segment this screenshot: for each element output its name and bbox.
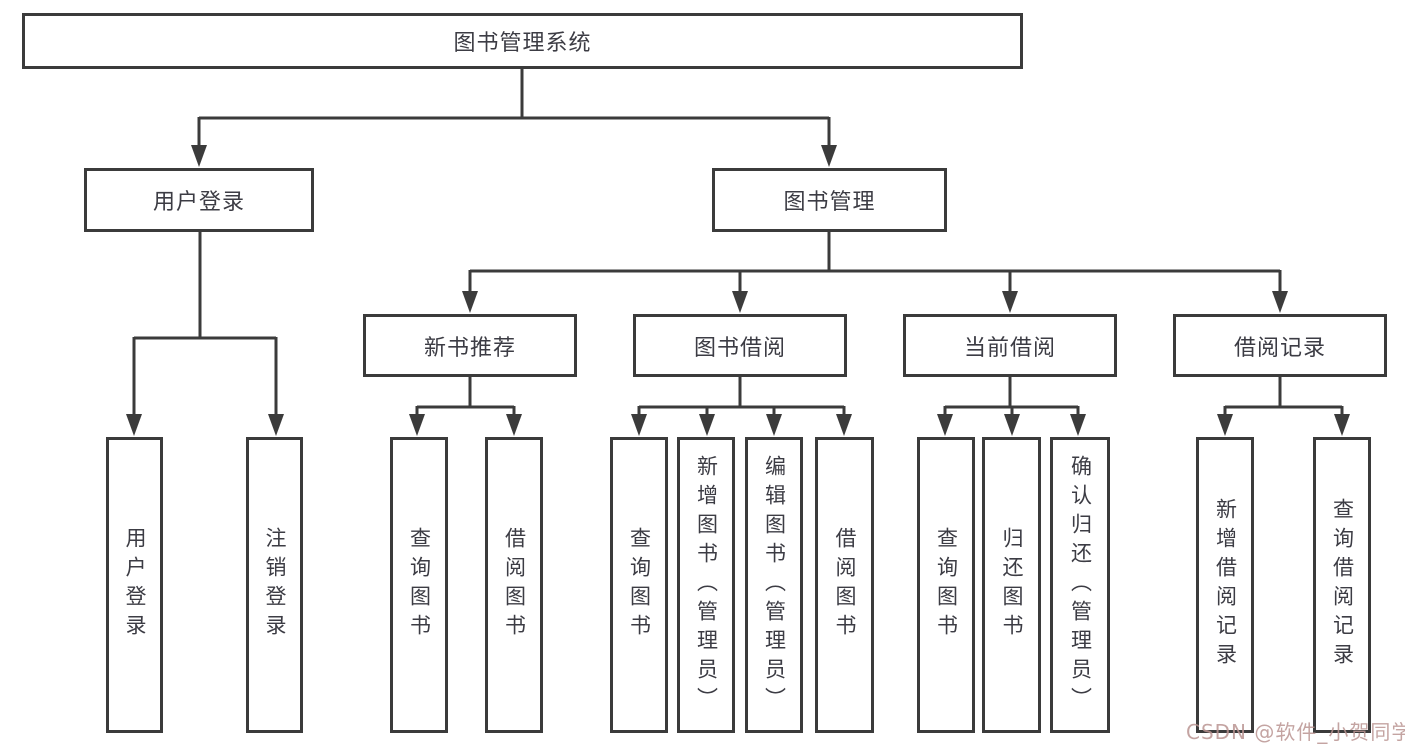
node-new-book-recommendation: 新书推荐 — [363, 314, 577, 377]
node-book-borrowing: 图书借阅 — [633, 314, 847, 377]
node-label: 借阅记录 — [1233, 335, 1326, 361]
node-label: 确认归还（管理员） — [1068, 454, 1093, 716]
node-current-borrowing: 当前借阅 — [903, 314, 1117, 377]
node-label: 查询图书 — [934, 527, 959, 643]
node-label: 借阅图书 — [833, 527, 857, 643]
node-label: 借阅图书 — [502, 527, 527, 643]
node-borrow-books-under-recommendation: 借阅图书 — [485, 437, 543, 733]
node-label: 查询借阅记录 — [1330, 498, 1355, 672]
node-label: 归还图书 — [1000, 527, 1024, 643]
node-label: 注销登录 — [263, 527, 287, 643]
node-label: 用户登录 — [152, 190, 245, 215]
node-user-login-group: 用户登录 — [84, 168, 314, 232]
node-query-books-under-current: 查询图书 — [917, 437, 975, 733]
node-library-management-system: 图书管理系统 — [22, 13, 1023, 69]
node-label: 查询图书 — [627, 527, 652, 643]
node-borrowing-records: 借阅记录 — [1173, 314, 1387, 377]
node-edit-books-admin: 编辑图书（管理员） — [745, 437, 803, 733]
node-add-borrow-record: 新增借阅记录 — [1196, 437, 1254, 733]
node-label: 查询图书 — [407, 527, 432, 643]
node-query-borrow-record: 查询借阅记录 — [1313, 437, 1371, 733]
node-label: 图书借阅 — [693, 335, 786, 361]
node-label: 编辑图书（管理员） — [762, 454, 787, 716]
node-label: 用户登录 — [123, 527, 147, 643]
node-add-books-admin: 新增图书（管理员） — [677, 437, 735, 733]
csdn-watermark: CSDN @软件_小贺同学 — [1186, 720, 1405, 744]
node-label: 新书推荐 — [423, 335, 516, 361]
node-label: 图书管理系统 — [453, 31, 592, 56]
node-confirm-return-admin: 确认归还（管理员） — [1050, 437, 1110, 733]
node-label: 当前借阅 — [963, 335, 1056, 361]
node-return-books: 归还图书 — [982, 437, 1041, 733]
node-logout: 注销登录 — [246, 437, 303, 733]
node-label: 新增借阅记录 — [1213, 498, 1238, 672]
node-query-books-under-borrowing: 查询图书 — [610, 437, 668, 733]
node-book-management: 图书管理 — [712, 168, 947, 232]
node-label: 新增图书（管理员） — [694, 454, 719, 716]
node-borrow-books-under-borrowing: 借阅图书 — [815, 437, 874, 733]
node-query-books-under-recommendation: 查询图书 — [390, 437, 448, 733]
node-label: 图书管理 — [783, 190, 876, 215]
node-user-login: 用户登录 — [106, 437, 163, 733]
